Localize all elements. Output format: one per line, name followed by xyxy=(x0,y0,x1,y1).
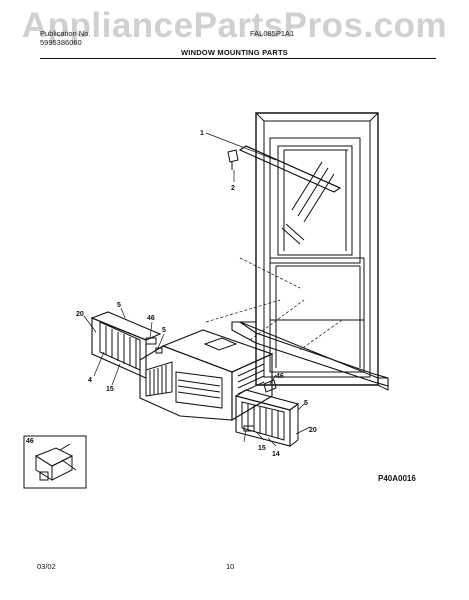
callout-1: 1 xyxy=(200,130,204,137)
callout-46b: 46 xyxy=(276,373,284,380)
figure-code: P40A0016 xyxy=(378,474,416,483)
callout-labels: 1 2 5 20 46 5 4 15 46 5 20 15 14 46 xyxy=(26,130,317,458)
leader-lines xyxy=(83,132,311,447)
callout-15b: 15 xyxy=(258,445,266,452)
top-channel xyxy=(238,145,342,193)
window-frame xyxy=(231,112,389,391)
bracket xyxy=(227,149,239,170)
publication-label: Publication No. xyxy=(40,29,91,38)
page-title: WINDOW MOUNTING PARTS xyxy=(181,48,288,57)
callout-5a: 5 xyxy=(117,302,121,309)
upper-sash xyxy=(269,137,361,264)
footer-date: 03/02 xyxy=(37,562,56,571)
detail-inset xyxy=(23,435,87,489)
publication-info: Publication No. 5995386060 xyxy=(40,29,90,47)
watermark: AppliancePartsPros.com xyxy=(21,6,448,45)
lower-sash xyxy=(269,257,365,373)
page-number: 10 xyxy=(226,562,235,571)
publication-number: 5995386060 xyxy=(40,38,82,47)
callout-20a: 20 xyxy=(76,311,84,318)
model-number: FAL085P1A1 xyxy=(250,29,295,38)
callout-5c: 5 xyxy=(304,400,308,407)
callout-2: 2 xyxy=(231,185,235,192)
callout-4: 4 xyxy=(88,377,92,384)
callout-5b: 5 xyxy=(162,327,166,334)
callout-15a: 15 xyxy=(106,386,114,393)
left-curtain-panel xyxy=(90,311,162,379)
callout-46c: 46 xyxy=(26,438,34,445)
guide-lines xyxy=(205,257,343,351)
right-curtain-panel xyxy=(234,389,300,447)
callout-46a: 46 xyxy=(147,315,155,322)
callout-20b: 20 xyxy=(309,427,317,434)
header-rule xyxy=(40,58,436,59)
hardware xyxy=(145,337,277,432)
callout-14: 14 xyxy=(272,451,280,458)
